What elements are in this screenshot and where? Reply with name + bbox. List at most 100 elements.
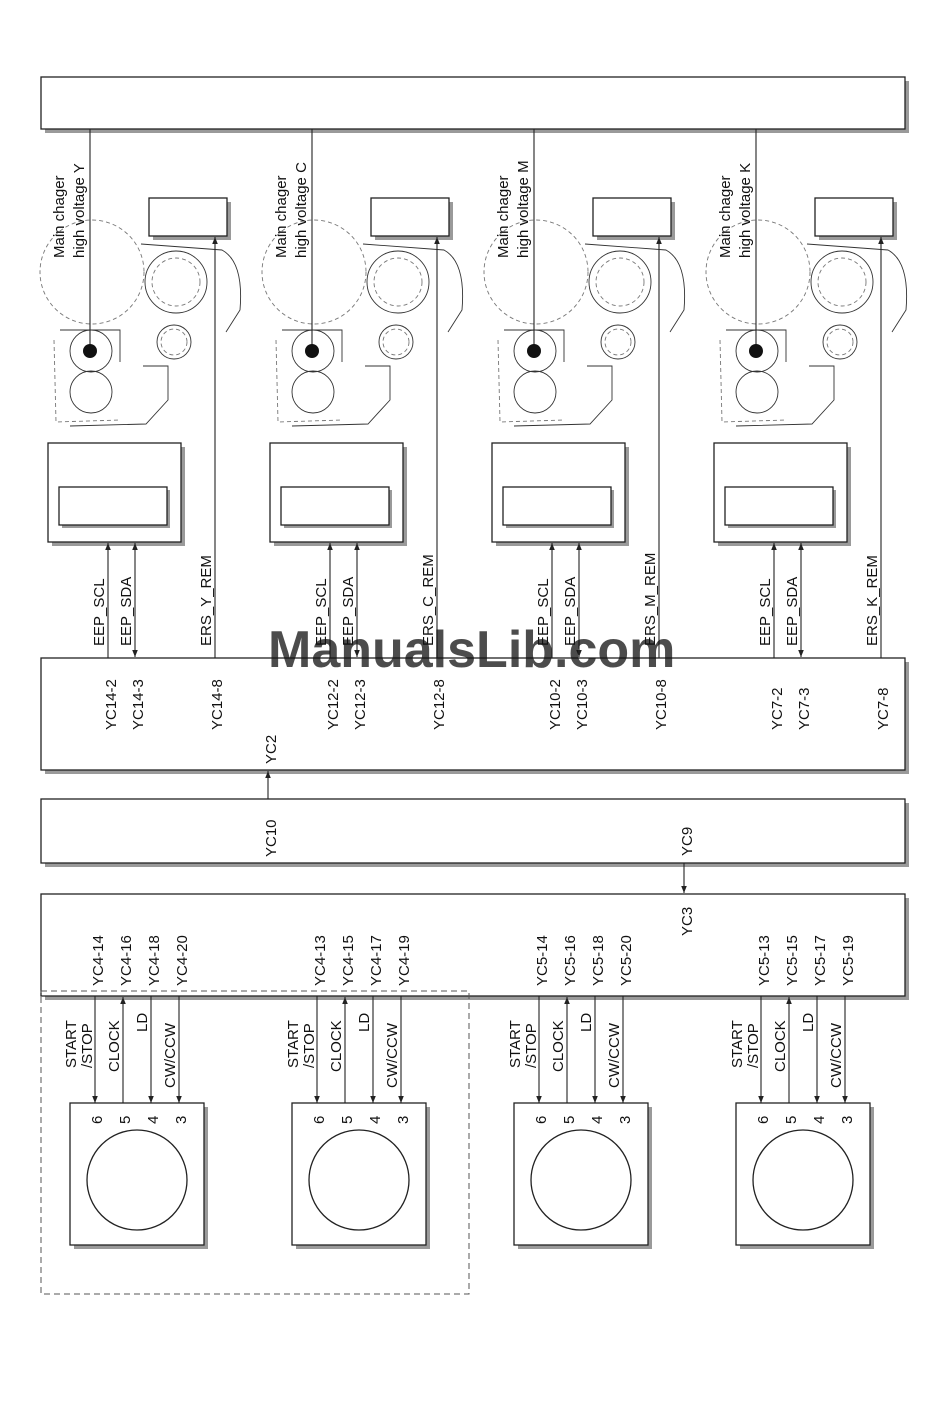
eep-scl-label: EEP_SCL [535,578,552,646]
charger-terminal-dot [749,344,763,358]
eeprom-chip [58,486,168,526]
connector-ers-label: YC14-8 [209,679,226,730]
clock-label: CLOCK [772,1020,789,1072]
hv-label-line2: high voltage K [737,163,754,258]
yc3-label: YC3 [679,907,696,936]
charger-terminal-dot [527,344,541,358]
motor-pin-label: 6 [533,1116,550,1124]
ld-label: LD [800,1013,817,1032]
charger-terminal-dot [83,344,97,358]
drum-mechanism-drawing [261,219,464,427]
dashed-motor-group [40,990,470,1295]
stop-label: /STOP [301,1023,318,1068]
hv-label-line1: Main chager [273,175,290,258]
drive-board [40,893,909,1000]
ers-label: ERS_M_REM [642,553,659,646]
motor-pin-label: 4 [811,1116,828,1124]
connector-scl-label: YC10-2 [547,679,564,730]
motor-pin-label: 3 [839,1116,856,1124]
eeprom-chip [724,486,834,526]
motor-connector-label: YC5-18 [590,935,607,986]
motor-connector-label: YC5-17 [812,935,829,986]
motor-pin-label: 5 [339,1116,356,1124]
eep-scl-label: EEP_SCL [313,578,330,646]
cw-ccw-label: CW/CCW [828,1022,845,1088]
cw-ccw-label: CW/CCW [606,1022,623,1088]
motor-connector-label: YC4-13 [312,935,329,986]
connector-scl-label: YC7-2 [769,687,786,730]
eep-scl-label: EEP_SCL [757,578,774,646]
motor-pin-label: 3 [173,1116,190,1124]
motor-pin-label: 3 [395,1116,412,1124]
eep-scl-label: EEP_SCL [91,578,108,646]
motor-connector-label: YC5-15 [784,935,801,986]
hv-label-line2: high voltage C [293,162,310,258]
high-voltage-board [40,76,909,133]
drum-mechanism-drawing [39,219,242,427]
motor-connector-label: YC4-19 [396,935,413,986]
ld-label: LD [134,1013,151,1032]
connector-scl-label: YC12-2 [325,679,342,730]
motor-pin-label: 6 [89,1116,106,1124]
motor-connector-label: YC5-19 [840,935,857,986]
motor-pin-label: 6 [755,1116,772,1124]
motor-connector-label: YC4-15 [340,935,357,986]
hv-label-line1: Main chager [717,175,734,258]
clock-label: CLOCK [550,1020,567,1072]
motor-icon [752,1129,854,1231]
eep-sda-label: EEP_SDA [784,577,801,646]
stop-label: /STOP [79,1023,96,1068]
yc9-label: YC9 [679,827,696,856]
motor-pin-label: 5 [561,1116,578,1124]
ld-label: LD [578,1013,595,1032]
motor-connector-label: YC4-17 [368,935,385,986]
motor-pin-label: 6 [311,1116,328,1124]
clock-label: CLOCK [328,1020,345,1072]
motor-connector-label: YC4-18 [146,935,163,986]
connector-ers-label: YC12-8 [431,679,448,730]
eeprom-chip [280,486,390,526]
start-label: START [285,1020,302,1068]
motor-connector-label: YC5-16 [562,935,579,986]
start-label: START [63,1020,80,1068]
eep-sda-label: EEP_SDA [562,577,579,646]
watermark: ManualsLib.com [268,621,675,679]
sensor-box [814,197,894,237]
drum-mechanism-drawing [483,219,686,427]
eep-sda-label: EEP_SDA [118,577,135,646]
sensor-box [592,197,672,237]
ld-label: LD [356,1013,373,1032]
connector-sda-label: YC10-3 [574,679,591,730]
engine-board [40,798,909,867]
motor-pin-label: 4 [367,1116,384,1124]
motor-icon [530,1129,632,1231]
hv-label-line1: Main chager [495,175,512,258]
motor-connector-label: YC4-14 [90,935,107,986]
eeprom-chip [502,486,612,526]
main-board [40,657,909,774]
cw-ccw-label: CW/CCW [384,1022,401,1088]
connector-sda-label: YC7-3 [796,687,813,730]
connector-ers-label: YC7-8 [875,687,892,730]
motor-pin-label: 4 [589,1116,606,1124]
connector-ers-label: YC10-8 [653,679,670,730]
motor-icon [86,1129,188,1231]
motor-pin-label: 5 [117,1116,134,1124]
motor-pin-label: 5 [783,1116,800,1124]
start-label: START [729,1020,746,1068]
connector-sda-label: YC12-3 [352,679,369,730]
motor-connector-label: YC5-13 [756,935,773,986]
stop-label: /STOP [745,1023,762,1068]
motor-icon [308,1129,410,1231]
hv-label-line2: high voltage M [515,160,532,258]
